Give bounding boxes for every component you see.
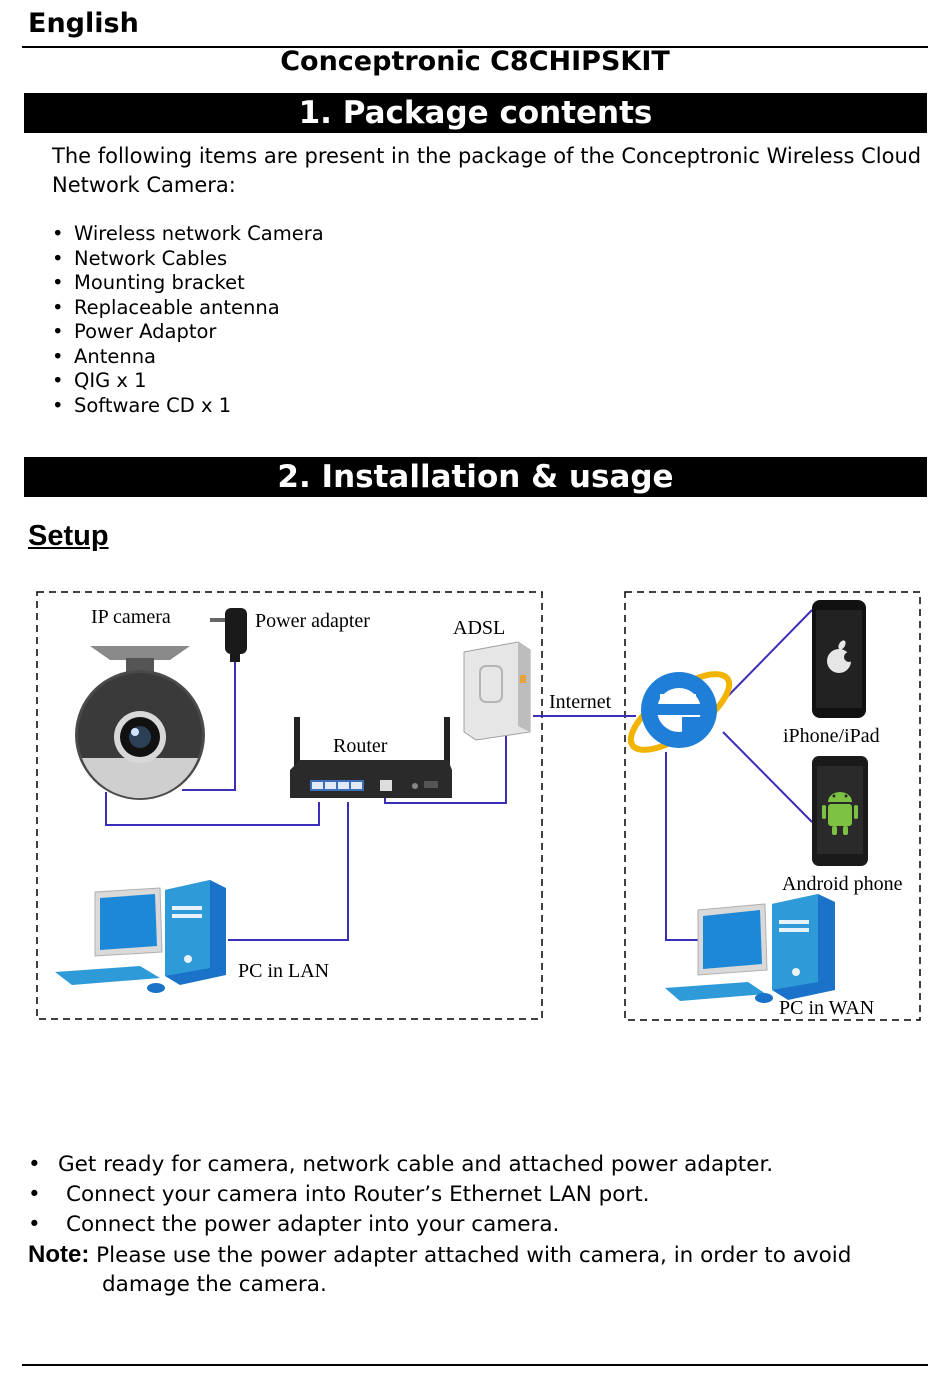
router-pc-cable: [228, 802, 349, 941]
package-intro: The following items are present in the p…: [52, 144, 922, 197]
label-pc-in-lan: PC in LAN: [238, 960, 329, 982]
wan-group-box: [624, 591, 921, 1021]
ip-camera-icon: [75, 646, 205, 800]
note: Note: Please use the power adapter attac…: [28, 1240, 928, 1270]
setup-subheading: Setup: [28, 520, 109, 552]
setup-steps: Get ready for camera, network cable and …: [28, 1150, 928, 1299]
network-cables: [105, 609, 813, 941]
list-item: Wireless network Camera: [52, 222, 324, 247]
label-pc-in-wan: PC in WAN: [779, 997, 874, 1019]
power-adapter-icon: [210, 608, 247, 662]
step-item: Get ready for camera, network cable and …: [28, 1150, 928, 1180]
router-adsl-cable: [384, 732, 507, 804]
list-item: Antenna: [52, 345, 324, 370]
section-heading-installation: 2. Installation & usage: [24, 457, 927, 497]
list-item: Replaceable antenna: [52, 296, 324, 321]
label-router: Router: [333, 735, 388, 757]
list-item: Network Cables: [52, 247, 324, 272]
language-label: English: [28, 8, 139, 39]
list-item: Power Adaptor: [52, 320, 324, 345]
header-rule: [22, 46, 928, 48]
document-title: Conceptronic C8CHIPSKIT: [280, 46, 670, 77]
camera-router-cable: [105, 792, 320, 826]
label-ip-camera: IP camera: [91, 606, 171, 628]
list-item: Software CD x 1: [52, 394, 324, 419]
label-android-phone: Android phone: [782, 873, 903, 895]
router-icon: [290, 717, 452, 798]
note-label: Note:: [28, 1241, 90, 1268]
internet-explorer-icon: [627, 671, 733, 753]
android-phone-icon: [812, 756, 868, 866]
footer-rule: [22, 1364, 928, 1366]
power-cable: [182, 655, 236, 791]
step-item: Connect your camera into Router’s Ethern…: [28, 1180, 928, 1210]
iphone-icon: [812, 600, 866, 718]
label-adsl: ADSL: [453, 617, 505, 639]
label-power-adapter: Power adapter: [255, 610, 370, 632]
list-item: QIG x 1: [52, 369, 324, 394]
label-iphone-ipad: iPhone/iPad: [783, 725, 880, 747]
list-item: Mounting bracket: [52, 271, 324, 296]
internet-wan-pc-cable: [665, 752, 698, 941]
section-heading-package-contents: 1. Package contents: [24, 93, 927, 133]
adsl-modem-icon: [463, 641, 531, 741]
lan-group-box: [36, 591, 543, 1020]
internet-android-link: [722, 731, 813, 823]
pc-lan-icon: [55, 880, 226, 993]
note-text-continued: damage the camera.: [102, 1272, 327, 1297]
pc-wan-icon: [665, 894, 835, 1003]
note-text: Please use the power adapter attached wi…: [96, 1243, 852, 1268]
network-setup-diagram: IP camera Power adapter ADSL Internet Ro…: [36, 591, 921, 1021]
step-item: Connect the power adapter into your came…: [28, 1210, 928, 1240]
package-contents-list: Wireless network Camera Network Cables M…: [52, 222, 324, 418]
internet-iphone-link: [725, 609, 813, 699]
label-internet: Internet: [549, 691, 612, 713]
